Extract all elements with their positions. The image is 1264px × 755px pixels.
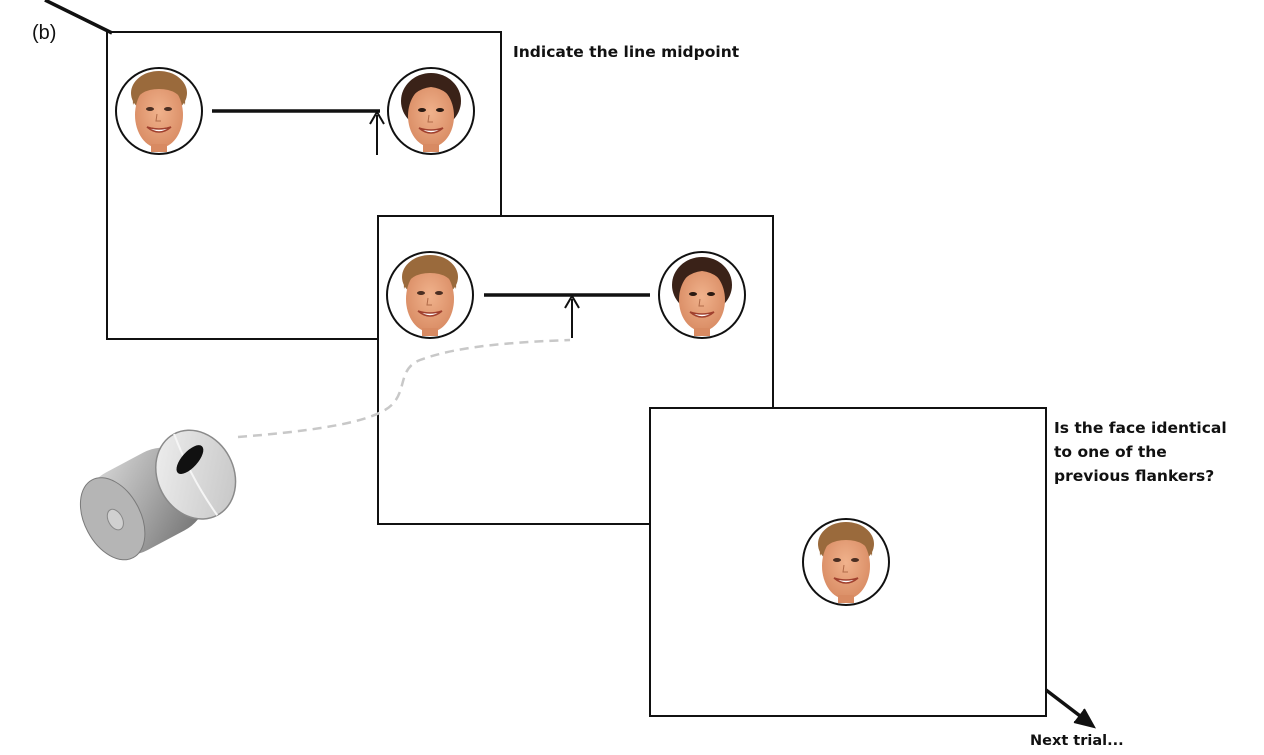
next-trial-label: Next trial... [1030,733,1124,749]
face-portrait-icon [658,251,746,339]
face-question-line-3: previous flankers? [1054,467,1215,485]
face-portrait-icon [386,251,474,339]
upward-arrow-icon [564,294,580,338]
face-portrait-icon [387,67,475,155]
upward-arrow-icon [369,110,385,155]
face-question-line-1: Is the face identical [1054,419,1227,437]
line-midpoint-instruction: Indicate the line midpoint [513,43,740,61]
face-portrait-icon [115,67,203,155]
computer-mouse-icon [79,429,237,561]
face-question-line-2: to one of the [1054,443,1167,461]
face-portrait-icon [802,518,890,606]
face-question-instruction: Is the face identical to one of the prev… [1054,416,1254,488]
cursor-path [237,338,571,439]
next-arrow-icon [1044,688,1096,729]
incoming-arrow [44,0,113,35]
panel-label: (b) [32,22,57,44]
